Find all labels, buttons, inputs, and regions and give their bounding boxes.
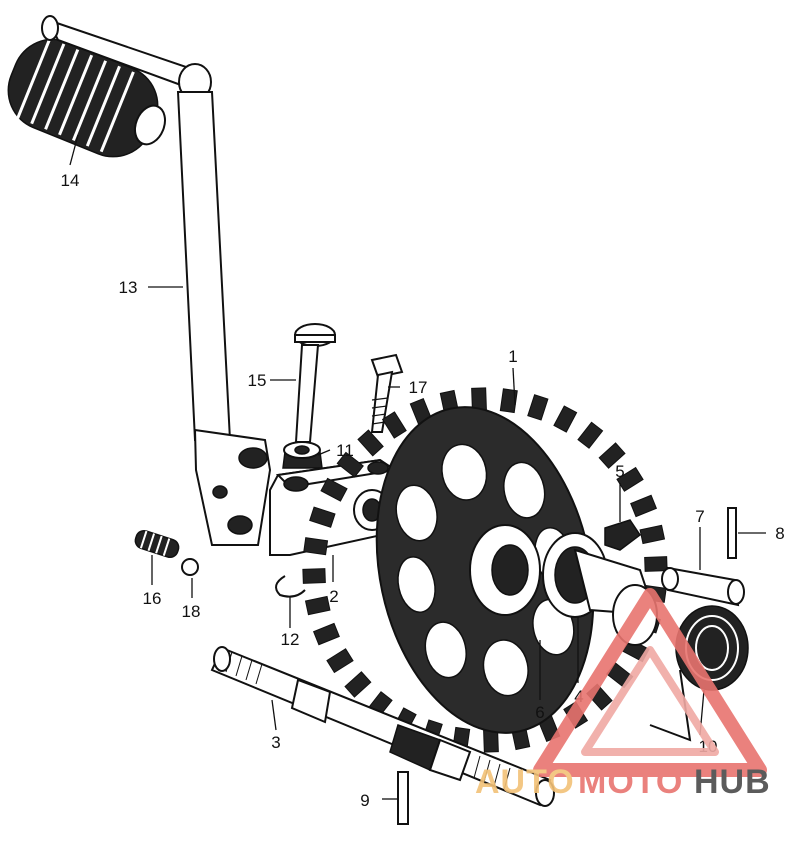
callout-7: 7	[695, 507, 704, 526]
watermark-logo: AUTO MOTO HUB	[475, 588, 771, 801]
callout-18: 18	[182, 602, 201, 621]
callout-1: 1	[508, 347, 517, 366]
callout-14: 14	[61, 171, 80, 190]
callout-11: 11	[336, 441, 354, 460]
part-spring-16	[134, 529, 180, 559]
part-gear	[302, 387, 668, 753]
part-ball	[181, 558, 199, 576]
part-pin-8	[727, 507, 737, 559]
part-clip	[275, 575, 306, 598]
watermark-text-hub: HUB	[694, 763, 771, 801]
part-clamp	[269, 458, 398, 556]
callout-9: 9	[360, 791, 369, 810]
callout-2: 2	[329, 587, 338, 606]
callout-5: 5	[615, 462, 624, 481]
part-shaft	[210, 646, 555, 807]
callout-3: 3	[271, 733, 280, 752]
part-bolt-15	[294, 323, 336, 443]
callout-13: 13	[119, 278, 138, 297]
part-kick-arm	[41, 15, 272, 546]
watermark-text-moto: MOTO	[578, 763, 683, 801]
callout-12: 12	[281, 630, 300, 649]
watermark-text-auto: AUTO	[475, 763, 575, 801]
callout-17: 17	[409, 378, 428, 397]
part-nut-11	[282, 441, 323, 469]
part-grip	[7, 37, 166, 158]
callout-6: 6	[535, 703, 544, 722]
callout-16: 16	[143, 589, 162, 608]
callout-8: 8	[775, 524, 784, 543]
part-pin-7	[661, 566, 745, 607]
callout-15: 15	[248, 371, 267, 390]
part-bolt-17	[370, 353, 404, 433]
part-pawl	[604, 519, 642, 551]
callout-labels: 1 2 3 4 5 6 7 8 9 10 11 12 13 14 15 16 1…	[61, 171, 785, 810]
part-pin-9	[397, 771, 409, 825]
